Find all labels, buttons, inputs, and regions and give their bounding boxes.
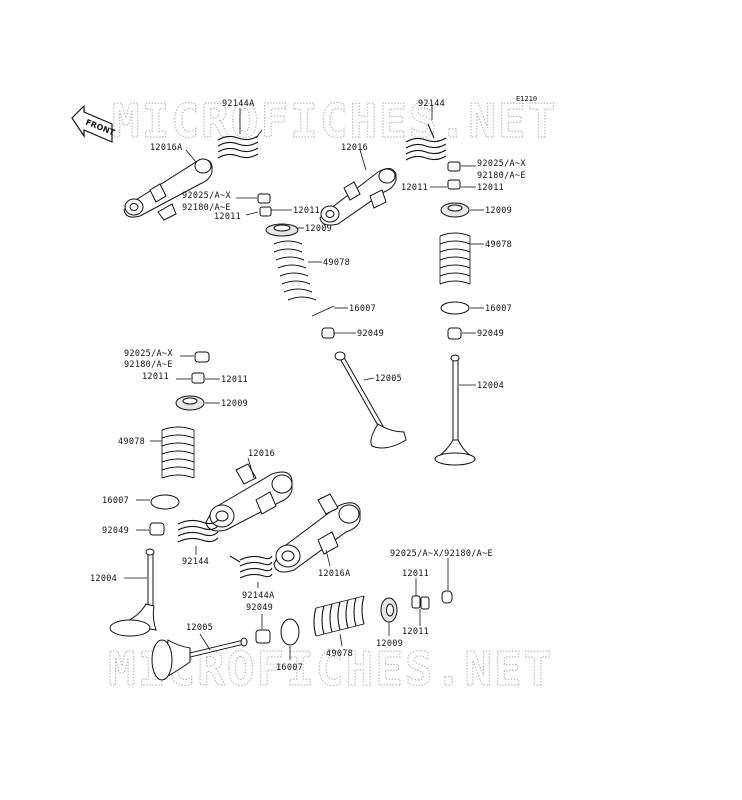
spring-49078-mid-left (161, 426, 195, 479)
label-12011-top-left-b: 12011 (214, 212, 241, 222)
valve-12004-mid-left (109, 548, 157, 637)
label-12011-mid-left-a: 12011 (142, 372, 169, 382)
retainer-12009-lower (380, 597, 398, 623)
label-92025-mid-left: 92025/A~X (124, 349, 173, 359)
seat-16007-top-left (311, 305, 335, 317)
label-12016a-lower: 12016A (318, 569, 351, 579)
seal-92049-mid-left (149, 522, 165, 536)
collet-mid-left (191, 351, 210, 384)
retainer-12009-top-left (265, 223, 299, 237)
seat-16007-top-right (440, 301, 470, 315)
retainer-12009-mid-left (175, 395, 205, 411)
label-12004-top: 12004 (477, 381, 504, 391)
spring-92144a-lower (229, 555, 273, 579)
valve-12005-lower (151, 637, 248, 681)
spring-49078-top-right (439, 232, 471, 285)
rocker-arm-12016a-top (123, 158, 213, 221)
leader-lines (124, 106, 484, 660)
seal-92049-top-left (321, 327, 335, 339)
label-12016-mid: 12016 (248, 449, 275, 459)
rocker-arm-12016a-lower (273, 493, 361, 573)
label-12016a-top: 12016A (150, 143, 183, 153)
seat-16007-mid-left (150, 494, 180, 510)
label-12011-lower-b: 12011 (402, 627, 429, 637)
label-92180-top-right: 92180/A~E (477, 171, 526, 181)
label-12016-top: 12016 (341, 143, 368, 153)
label-92025-top-left: 92025/A~X (182, 191, 231, 201)
spring-92144-top (405, 123, 447, 161)
spring-92144-mid (177, 519, 219, 543)
label-49078-top-right: 49078 (485, 240, 512, 250)
label-92180-mid-left: 92180/A~E (124, 360, 173, 370)
label-12009-top-right: 12009 (485, 206, 512, 216)
label-92144-top: 92144 (418, 99, 445, 109)
label-16007-mid-left: 16007 (102, 496, 129, 506)
label-49078-lower: 49078 (326, 649, 353, 659)
collet-top-left (257, 193, 272, 217)
label-92049-top-right: 92049 (477, 329, 504, 339)
spring-49078-top-left (273, 240, 317, 301)
label-12009-top-left: 12009 (305, 224, 332, 234)
label-92180-top-left: 92180/A~E (182, 203, 231, 213)
label-16007-lower: 16007 (276, 663, 303, 673)
label-16007-top-left: 16007 (349, 304, 376, 314)
label-49078-mid-left: 49078 (118, 437, 145, 447)
label-92144-mid: 92144 (182, 557, 209, 567)
label-12011-lower-a: 12011 (402, 569, 429, 579)
label-92049-lower: 92049 (246, 603, 273, 613)
label-92144a-top: 92144A (222, 99, 255, 109)
part-labels: 92144A 12016A 92025/A~X 92180/A~E 12011 … (90, 99, 526, 673)
label-12009-lower: 12009 (376, 639, 403, 649)
valve-12004-top (434, 354, 476, 466)
spring-92144a-top (217, 129, 263, 159)
label-92049-mid-left: 92049 (102, 526, 129, 536)
label-12011-mid-left-b: 12011 (221, 375, 248, 385)
front-arrow-icon: FRONT (71, 104, 116, 143)
label-92025-top-right: 92025/A~X (477, 159, 526, 169)
label-92049-top-left: 92049 (357, 329, 384, 339)
label-12011-top-right-a: 12011 (401, 183, 428, 193)
valve-12005-top (334, 351, 407, 449)
label-12004-mid-left: 12004 (90, 574, 117, 584)
label-92025-92180-lower: 92025/A~X/92180/A~E (390, 549, 493, 559)
label-12005-lower: 12005 (186, 623, 213, 633)
spring-49078-lower (313, 595, 365, 637)
seal-92049-lower (255, 629, 271, 644)
watermark-top: MICROFICHES.NET (112, 94, 557, 148)
rocker-arm-12016-top (319, 168, 397, 226)
rocker-arm-12016-mid (205, 463, 293, 532)
collet-lower (411, 590, 453, 610)
collet-top-right (447, 161, 461, 190)
label-12011-top-right-b: 12011 (477, 183, 504, 193)
diagram-code: E1210 (516, 95, 537, 103)
label-12011-top-left-a: 12011 (293, 206, 320, 216)
label-49078-top-left: 49078 (323, 258, 350, 268)
label-92144a-lower: 92144A (242, 591, 275, 601)
label-12005-top: 12005 (375, 374, 402, 384)
seat-16007-lower (280, 618, 300, 646)
label-12009-mid-left: 12009 (221, 399, 248, 409)
label-16007-top-right: 16007 (485, 304, 512, 314)
seal-92049-top-right (447, 327, 462, 340)
retainer-12009-top-right (440, 202, 470, 218)
